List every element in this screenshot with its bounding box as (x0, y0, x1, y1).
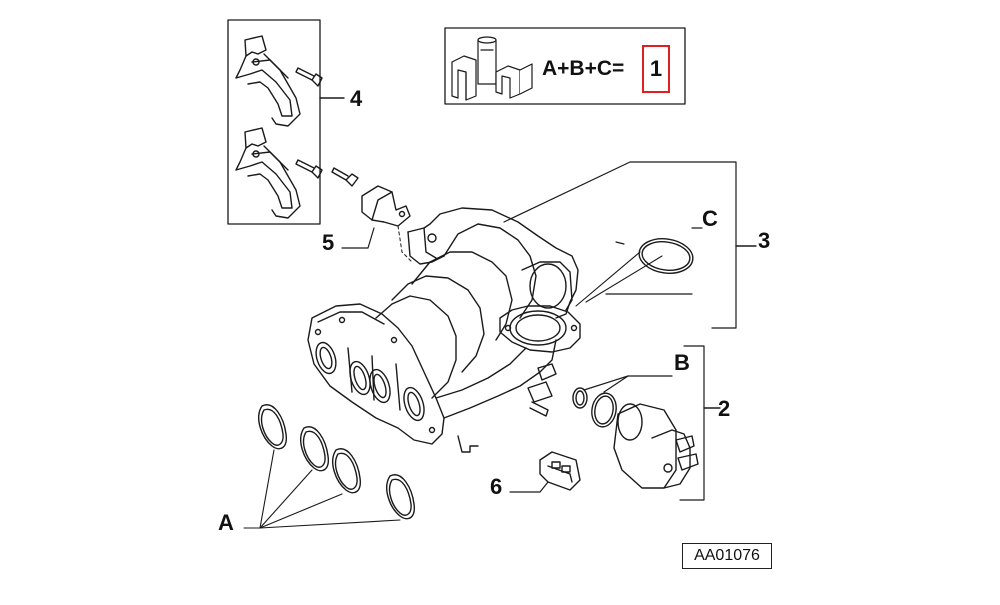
bracket-group-box (227, 19, 321, 225)
gasket-a-1 (258, 404, 287, 450)
callout-gasket-a: A (218, 510, 234, 535)
gasket-a-4 (386, 474, 415, 520)
bracket-bolt-upper (295, 67, 323, 87)
mounting-bracket-lower (235, 127, 301, 219)
kit-info-box (444, 27, 686, 105)
mounting-bracket-upper (235, 35, 301, 127)
actuator-valve (613, 403, 699, 489)
seal-b-small (572, 387, 588, 409)
callout-item-2: 2 (718, 396, 731, 421)
reference-code: AA01076 (694, 547, 760, 564)
callout-gasket-b: B (674, 350, 690, 375)
kit-quantity: 1 (649, 56, 663, 81)
gasket-a-leaders (243, 449, 401, 529)
o-ring-c (638, 238, 694, 274)
parts-kit-icon (451, 36, 533, 101)
bracket-bolt-lower (295, 159, 323, 179)
callout-gasket-c: C (702, 206, 718, 231)
kit-formula: A+B+C= (542, 57, 625, 80)
kit-quantity-box: 1 (642, 45, 670, 93)
gasket-a-3 (332, 448, 361, 494)
electrical-connector (539, 451, 581, 491)
intake-manifold (307, 207, 581, 453)
callout-item-6: 6 (490, 474, 503, 499)
callout-item-3: 3 (758, 228, 771, 253)
gasket-a-2 (300, 426, 329, 472)
callout-item-5: 5 (322, 230, 335, 255)
small-bracket (361, 185, 411, 227)
manifold-gaskets-a (258, 404, 415, 520)
reference-code-box: AA01076 (682, 543, 772, 569)
seal-b-large (591, 392, 617, 428)
small-bracket-bolt (331, 167, 359, 187)
callout-item-4: 4 (350, 86, 363, 111)
